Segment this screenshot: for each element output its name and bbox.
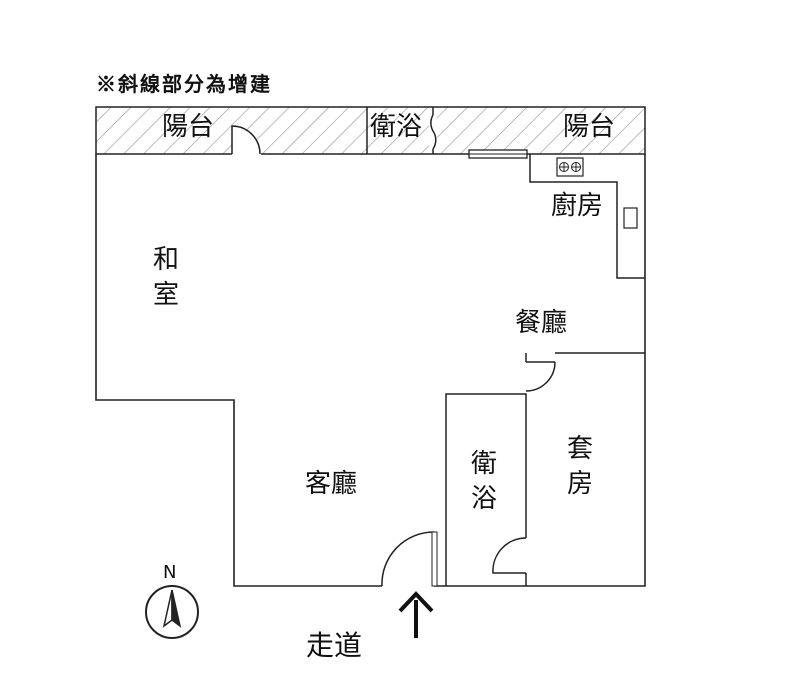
room-label-suite: 套房 <box>566 434 593 500</box>
suite-door-swing <box>525 361 556 392</box>
kitchen-counter <box>529 154 645 279</box>
room-label-bath-top: 衛浴 <box>370 112 423 142</box>
room-label-bath-bottom: 衛浴 <box>470 449 497 515</box>
balcony-door-swing <box>231 125 261 155</box>
room-label-kitchen: 廚房 <box>551 191 604 221</box>
bottom-bath-walls <box>445 393 527 586</box>
entrance-door-leaf <box>431 531 438 587</box>
entrance-door-swing <box>381 531 435 587</box>
bottom-bath-door <box>492 537 527 574</box>
addition-note: ※斜線部分為增建 <box>96 72 272 96</box>
walkway-label: 走道 <box>306 629 363 662</box>
room-label-living: 客廳 <box>305 469 358 499</box>
kitchen-sink <box>623 207 638 229</box>
room-label-dining: 餐廳 <box>515 308 568 338</box>
outer-wall <box>95 154 646 587</box>
room-label-balcony-right: 陽台 <box>563 112 616 142</box>
north-label: N <box>163 562 177 583</box>
room-label-japanese-room: 和室 <box>152 245 179 311</box>
top-bath-door <box>430 114 437 150</box>
hatched-addition-band <box>96 107 645 154</box>
room-label-balcony-left: 陽台 <box>162 112 215 142</box>
